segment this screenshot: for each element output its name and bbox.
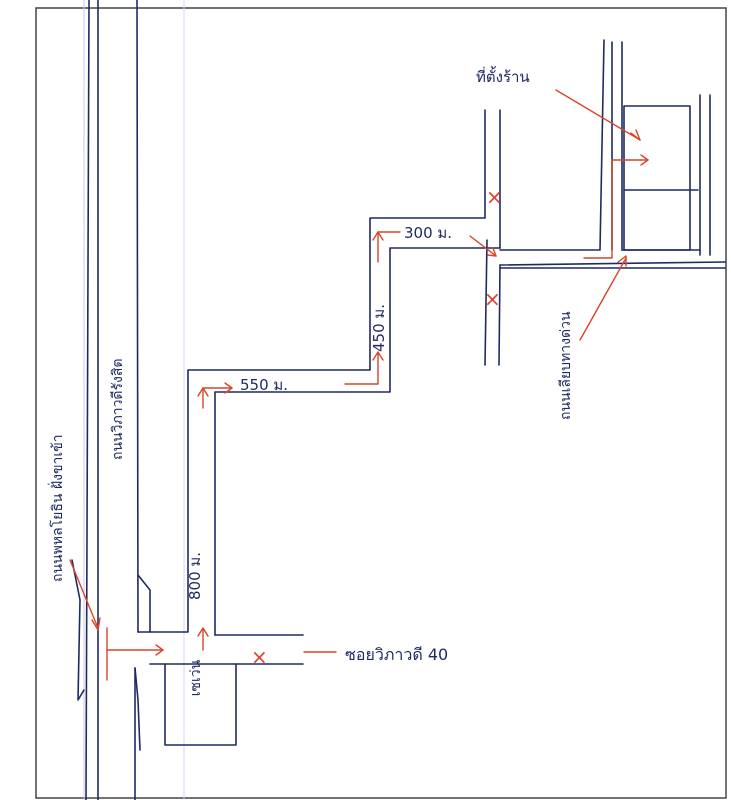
- route-seg-7: [583, 159, 649, 259]
- no-entry-mark-3: ×: [484, 287, 501, 311]
- pointer-main-road: [69, 559, 99, 629]
- route-seg-3b-head: [224, 382, 233, 394]
- destination-label: ที่ตั้งร้าน: [476, 66, 530, 86]
- route-seg-4-head: [372, 351, 384, 361]
- page-border: [35, 7, 727, 799]
- destination-building: [623, 105, 699, 251]
- main-road-edge-right: [136, 0, 139, 633]
- route-seg-5-head: [372, 231, 384, 241]
- dest-road-bottom: [499, 261, 726, 266]
- main-road-side-curve: [71, 559, 85, 701]
- main-road-edge-left: [85, 0, 90, 800]
- dest-road-top: [499, 39, 605, 251]
- landmark-outline: [164, 663, 237, 746]
- soi-label: ซอยวิภาวดี 40: [345, 645, 448, 664]
- lane-edge-lower-left: [484, 239, 488, 366]
- no-entry-mark-2: ×: [486, 185, 503, 209]
- route-seg-6: [469, 235, 497, 257]
- main-road-curb-bottom: [134, 667, 141, 751]
- landmark-bottom-label: เซเว่น: [188, 659, 204, 696]
- side-road-label: ถนนเลียบทางด่วน: [558, 311, 574, 420]
- building-outline: [623, 105, 691, 251]
- main-road: [71, 0, 151, 800]
- lane-edge-lower-right: [498, 264, 501, 366]
- main-road-note-label: ถนนพหลโยธิน ฝั่งขาเข้า: [48, 434, 66, 582]
- soi-outer-edge: [137, 109, 486, 633]
- no-entry-mark-1: ×: [251, 645, 268, 669]
- route-seg-2-head: [197, 627, 209, 637]
- main-road-curb-top: [137, 574, 151, 633]
- distance-label-2: 550 ม.: [240, 376, 288, 394]
- main-road-label: ถนนวิภาวดีรังสิต: [110, 358, 126, 460]
- route-path: [69, 89, 649, 681]
- distance-label-3: 450 ม.: [370, 304, 388, 352]
- route-seg-4: [344, 353, 379, 385]
- landmark-box: เซเว่น: [164, 659, 237, 746]
- distance-label-1: 800 ม.: [186, 552, 204, 600]
- route-seg-7-head: [640, 154, 649, 166]
- pointer-main-road-head: [91, 617, 101, 631]
- distance-label-4: 300 ม.: [404, 224, 452, 242]
- pointer-side-road: [579, 257, 627, 341]
- route-seg-6-head: [487, 247, 497, 257]
- route-seg-3-head: [197, 387, 209, 397]
- pointer-destination: [555, 89, 641, 141]
- soi-inner-edge: [214, 247, 501, 636]
- pointer-destination-head: [630, 129, 641, 141]
- route-seg-1-head: [155, 644, 164, 656]
- pointer-side-road-head: [617, 255, 627, 267]
